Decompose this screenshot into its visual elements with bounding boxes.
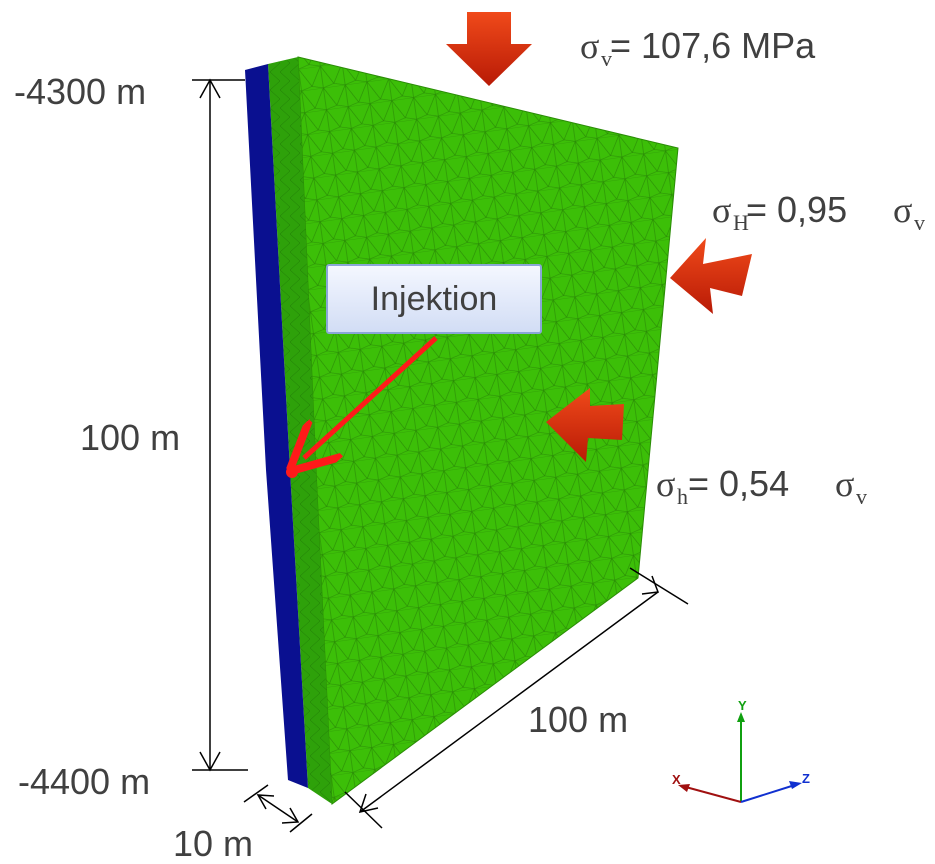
vertical-stress-arrow [446,12,532,86]
sigma-v-value: = 107,6 MPa [610,25,816,66]
sigma-h-value: = 0,54 [688,463,789,504]
min-horizontal-stress-label: σ h = 0,54 σ v [656,463,867,509]
sigma-h-rhs-symbol: σ [835,464,854,504]
max-horizontal-stress-arrow [670,238,752,314]
sigma-H-value: = 0,95 [746,189,847,230]
axis-triad: Y X Z [672,698,810,803]
model-block [245,56,679,805]
sigma-h-symbol: σ [656,464,675,504]
sigma-v-subscript: v [601,46,612,71]
injection-label: Injektion [370,279,498,318]
injection-label-box: Injektion [326,264,542,334]
sigma-H-subscript: H [733,210,749,235]
min-horizontal-stress-arrow [546,388,624,462]
length-dimension [344,567,689,829]
sigma-H-rhs-symbol: σ [893,190,912,230]
z-axis-label: Z [802,771,810,786]
injection-point [286,466,298,478]
z-axis-head [789,781,802,789]
sigma-h-rhs-subscript: v [856,484,867,509]
bottom-depth-label: -4400 m [18,761,150,802]
length-label: 100 m [528,699,628,740]
thickness-dimension [243,784,313,833]
x-axis-head [678,784,690,792]
y-axis-head [737,712,745,722]
y-axis-label: Y [738,698,747,713]
injection-pointer-line [304,336,438,458]
sigma-H-rhs-subscript: v [914,210,925,235]
thickness-label: 10 m [173,823,253,864]
sigma-H-symbol: σ [712,190,731,230]
fault-zone [245,64,308,788]
vertical-stress-label: σ v = 107,6 MPa [580,25,816,71]
x-axis-line [681,785,742,803]
sigma-v-symbol: σ [580,26,599,66]
height-label: 100 m [80,417,180,458]
sigma-h-subscript: h [677,484,688,509]
z-axis-line [740,783,799,803]
max-horizontal-stress-label: σ H = 0,95 σ v [712,189,925,235]
top-depth-label: -4300 m [14,71,146,112]
height-dimension [192,78,248,772]
x-axis-label: X [672,772,681,787]
